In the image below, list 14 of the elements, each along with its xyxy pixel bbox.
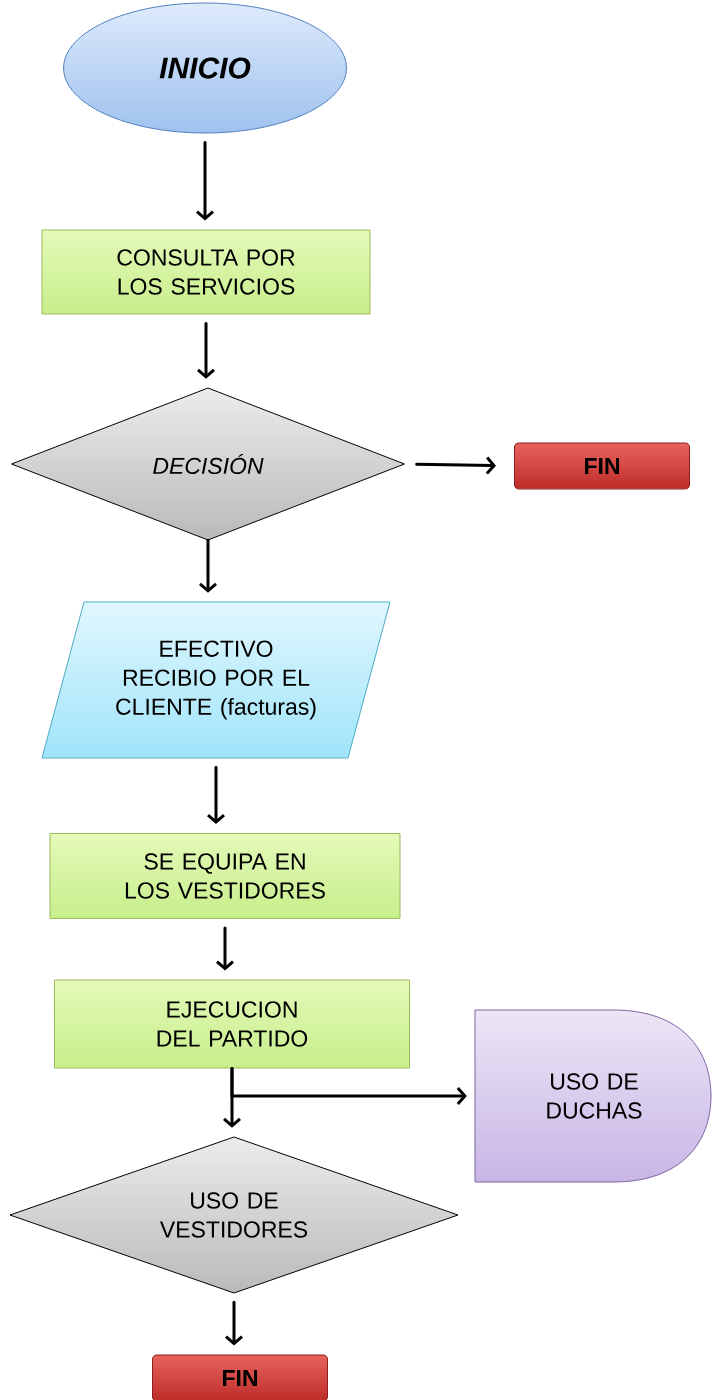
process-box: EJECUCION DEL PARTIDO xyxy=(54,979,410,1069)
end-box: FIN xyxy=(514,442,690,490)
arrow xyxy=(196,141,214,221)
arrow xyxy=(225,1300,243,1346)
arrow xyxy=(197,322,215,379)
arrow xyxy=(216,926,234,971)
input-parallelogram: EFECTIVO RECIBIO POR EL CLIENTE (facturas) xyxy=(41,601,391,759)
arrow xyxy=(199,538,217,593)
process-box: CONSULTA POR LOS SERVICIOS xyxy=(41,229,371,315)
end-box: FIN xyxy=(152,1354,328,1400)
process-box: SE EQUIPA EN LOS VESTIDORES xyxy=(49,833,401,919)
arrow xyxy=(230,1067,467,1105)
arrow xyxy=(207,765,225,824)
arrow xyxy=(415,456,496,475)
